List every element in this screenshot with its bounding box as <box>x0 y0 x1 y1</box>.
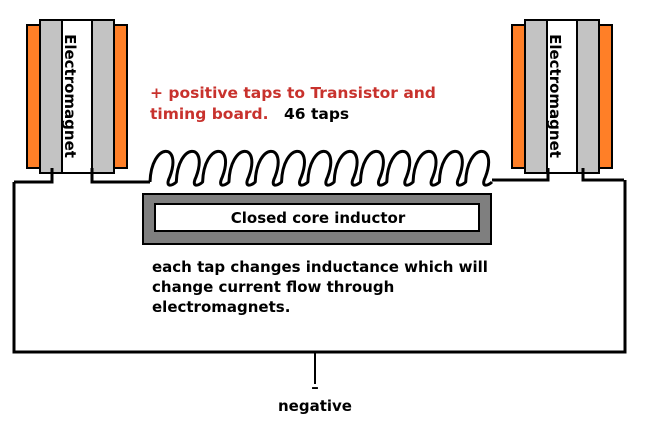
description-line1: each tap changes inductance which will <box>152 258 488 276</box>
electromagnet-right-core-right <box>576 19 600 174</box>
electromagnet-right-outer-plate-left <box>511 24 526 169</box>
electromagnet-right-lead-2 <box>581 168 624 182</box>
electromagnet-right-label: Electromagnet <box>546 34 564 158</box>
description-line3: electromagnets. <box>152 298 290 316</box>
inductor-core-inner <box>154 203 480 232</box>
electromagnet-right-outer-plate-right <box>598 24 613 169</box>
electromagnet-left-core-right <box>91 19 115 174</box>
electromagnet-left-lead-1 <box>14 168 54 184</box>
electromagnet-left-outer-plate-right <box>113 24 128 169</box>
inductor-coil <box>148 149 494 187</box>
electromagnet-left-label: Electromagnet <box>61 34 79 158</box>
coil-turns <box>148 149 494 187</box>
taps-count: 46 taps <box>284 105 349 123</box>
description-line2: change current flow through <box>152 278 394 296</box>
inductor-label: Closed core inductor <box>231 209 406 227</box>
closed-core-inductor: Closed core inductor <box>142 193 492 245</box>
electromagnet-left-core-left <box>39 19 63 174</box>
negative-label: negative <box>278 397 352 415</box>
electromagnet-left-lead-2 <box>90 168 150 184</box>
electromagnet-left: Electromagnet <box>14 19 150 184</box>
electromagnet-right-lead-1 <box>492 168 550 182</box>
electromagnet-right: Electromagnet <box>492 19 624 182</box>
electromagnet-left-outer-plate-left <box>26 24 41 169</box>
taps-note-line2: timing board. <box>150 105 269 123</box>
taps-note-line1: + positive taps to Transistor and <box>150 84 436 102</box>
electromagnet-left-winding <box>61 19 93 174</box>
negative-sign: – <box>311 378 319 396</box>
circuit-loop-wire <box>12 180 627 354</box>
electromagnet-right-core-left <box>524 19 548 174</box>
